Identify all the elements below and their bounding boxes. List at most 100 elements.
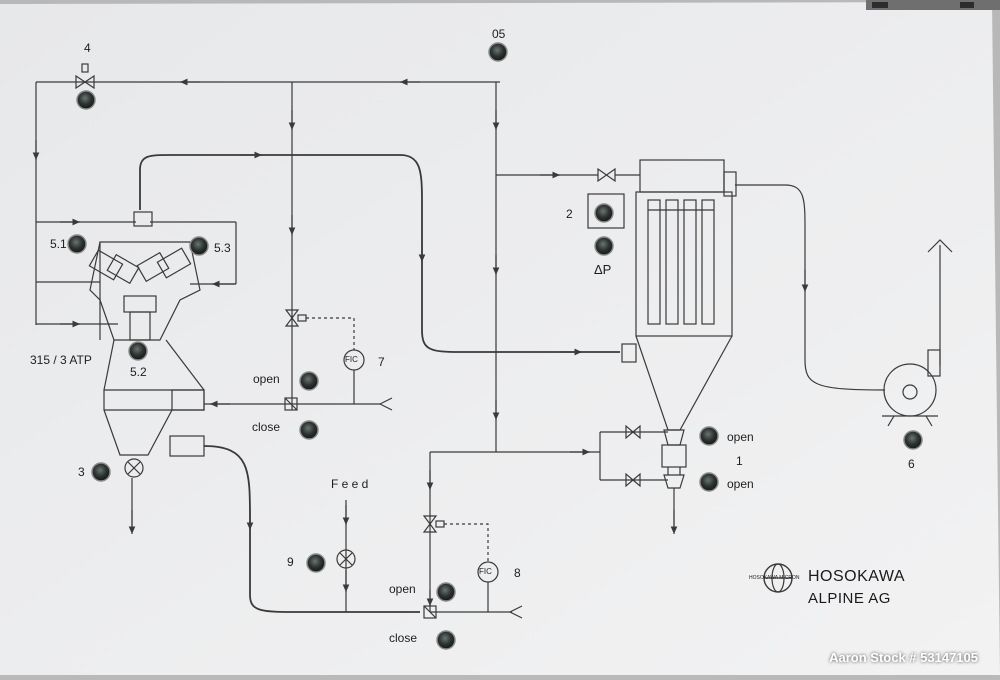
control-signal-7 (306, 317, 355, 350)
label-open-7: open (253, 372, 280, 386)
label-delta-p: ΔP (594, 262, 612, 277)
button-open-7[interactable] (299, 371, 319, 391)
dp-instrument-box (587, 193, 625, 229)
mill-body (89, 241, 201, 341)
control-valve-8 (422, 515, 438, 533)
exhaust-fan (882, 349, 941, 427)
label-open-1-lower: open (727, 477, 754, 491)
exhaust-arrow (927, 239, 953, 253)
valves (75, 63, 793, 619)
hinge-bolt (960, 2, 974, 8)
filter-valve-bottom (663, 474, 685, 489)
label-close-7: close (252, 420, 281, 434)
mill-shaft (129, 311, 151, 341)
air-inlet-7 (378, 397, 393, 411)
label-6: 6 (908, 457, 915, 471)
button-open-1-upper[interactable] (699, 426, 719, 446)
shutoff-valve-8-diag (423, 605, 437, 619)
brand-micro-text: HOSOKAWA MICRON (749, 575, 800, 581)
button-2[interactable] (594, 203, 614, 223)
label-1: 1 (736, 454, 743, 468)
label-close-8: close (389, 631, 418, 645)
feed-rotary-valve-9 (336, 549, 356, 569)
control-valve-8-actuator (435, 520, 445, 528)
air-inlet-8 (508, 605, 523, 619)
mill-nozzle-left (88, 249, 124, 281)
control-signal-8 (444, 523, 489, 562)
shutoff-valve-7 (284, 397, 298, 411)
fic-7-circle (343, 349, 365, 371)
fan-leg (925, 415, 933, 427)
button-close-7[interactable] (299, 420, 319, 440)
button-9[interactable] (306, 553, 326, 573)
filter-bag (683, 199, 697, 325)
mill-side-line (165, 339, 205, 391)
control-valve-7 (284, 309, 300, 327)
valve-4-actuator (81, 63, 89, 73)
filter-housing (635, 191, 733, 337)
button-6[interactable] (903, 430, 923, 450)
shutoff-valve-8 (423, 605, 437, 619)
label-3: 3 (78, 465, 85, 479)
label-fic-7: FIC (345, 355, 358, 364)
brand-subline: ALPINE AG (808, 590, 891, 607)
label-open-8: open (389, 582, 416, 596)
button-5-2[interactable] (128, 341, 148, 361)
button-5-3[interactable] (189, 236, 209, 256)
label-7: 7 (378, 355, 385, 369)
button-05[interactable] (488, 42, 508, 62)
mill-nozzle-right (136, 251, 170, 283)
button-5-1[interactable] (67, 234, 87, 254)
fan-leg (887, 415, 895, 427)
exhaust-duct (735, 184, 886, 391)
mill-outlet-box (171, 389, 205, 411)
filter-valve-open-upper (625, 424, 641, 440)
panel-buttons[interactable] (67, 42, 923, 650)
mill-nozzle-right-2 (156, 247, 192, 279)
mill-outlet-neck (133, 211, 153, 227)
hinge-bolt (872, 2, 888, 8)
feed-valve-cross (339, 552, 353, 566)
rotary-valve-cross (127, 461, 141, 475)
label-2: 2 (566, 207, 573, 221)
filter-intermediate (661, 444, 687, 468)
valve-dp (597, 167, 616, 183)
mill-side-line (103, 339, 115, 391)
button-dp[interactable] (594, 236, 614, 256)
mill-nozzle-left-2 (106, 253, 140, 285)
mill-product-outlet (169, 435, 205, 457)
filter-bag (665, 199, 679, 325)
label-5-1: 5.1 (50, 237, 67, 251)
label-open-1-upper: open (727, 430, 754, 444)
label-5-3: 5.3 (214, 241, 231, 255)
button-4[interactable] (76, 90, 96, 110)
shutoff-valve-7-diag (284, 397, 298, 411)
button-3[interactable] (91, 462, 111, 482)
filter-inlet (621, 343, 637, 363)
label-8: 8 (514, 566, 521, 580)
flow-arrows (32, 78, 809, 606)
label-05: 05 (492, 27, 506, 41)
bag-filter (587, 159, 737, 489)
button-open-8[interactable] (436, 582, 456, 602)
label-5-2: 5.2 (130, 365, 147, 379)
filter-outlet (723, 171, 737, 197)
label-fic-8: FIC (479, 567, 492, 576)
button-open-1-lower[interactable] (699, 472, 719, 492)
filter-valve-open-lower (625, 472, 641, 488)
filter-bag (647, 199, 661, 325)
label-4: 4 (84, 41, 91, 55)
rotary-valve-3 (124, 458, 144, 478)
label-model: 315 / 3 ATP (30, 353, 92, 367)
control-valve-7-actuator (297, 314, 307, 322)
brand-name: HOSOKAWA (808, 568, 906, 585)
classifier-mill (88, 211, 205, 478)
button-close-8[interactable] (436, 630, 456, 650)
watermark: Aaron Stock # 53147105 (829, 650, 978, 665)
fan-outlet (927, 349, 941, 377)
label-9: 9 (287, 555, 294, 569)
main-duct (139, 154, 620, 353)
valve-4 (75, 74, 95, 90)
